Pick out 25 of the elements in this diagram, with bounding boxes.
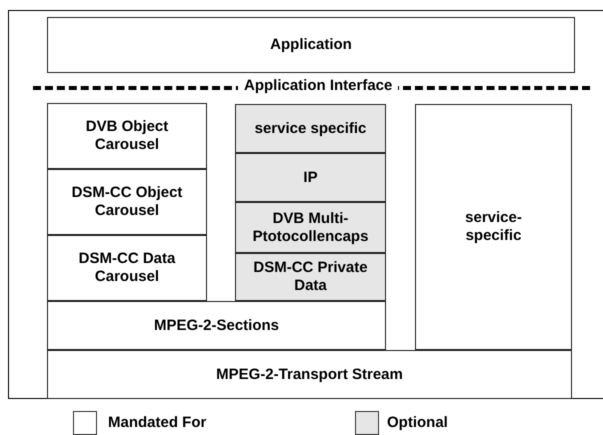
layer-box	[47, 103, 207, 169]
layer-label: service-specific	[464, 209, 523, 245]
layer-box	[47, 235, 207, 301]
layer-label: Application	[270, 36, 352, 54]
legend-label: Mandated For	[108, 414, 206, 431]
layer-label: MPEG-2-Transport Stream	[216, 366, 403, 384]
layer-box	[47, 301, 386, 350]
layer-box	[235, 153, 386, 202]
interface-label: Application Interface	[238, 77, 398, 94]
layer-label: service specific	[254, 120, 366, 138]
layer-box	[235, 253, 386, 301]
layer-box	[47, 169, 207, 235]
layer-box	[415, 104, 572, 350]
layer-label: DVB Object Carousel	[84, 118, 170, 154]
layer-label: DSM-CC Data Carousel	[78, 250, 176, 286]
layer-label: IP	[303, 168, 318, 186]
layer-box	[47, 17, 575, 73]
layer-label: DSM-CC Object Carousel	[70, 184, 184, 220]
layer-label: MPEG-2-Sections	[154, 316, 280, 334]
layer-box	[235, 202, 386, 253]
layer-box	[47, 350, 572, 399]
layer-label: DSM-CC Private Data	[252, 259, 369, 295]
legend-label: Optional	[387, 414, 448, 431]
layer-box	[235, 104, 386, 153]
layer-label: DVB Multi-Ptotocollencaps	[252, 210, 370, 246]
